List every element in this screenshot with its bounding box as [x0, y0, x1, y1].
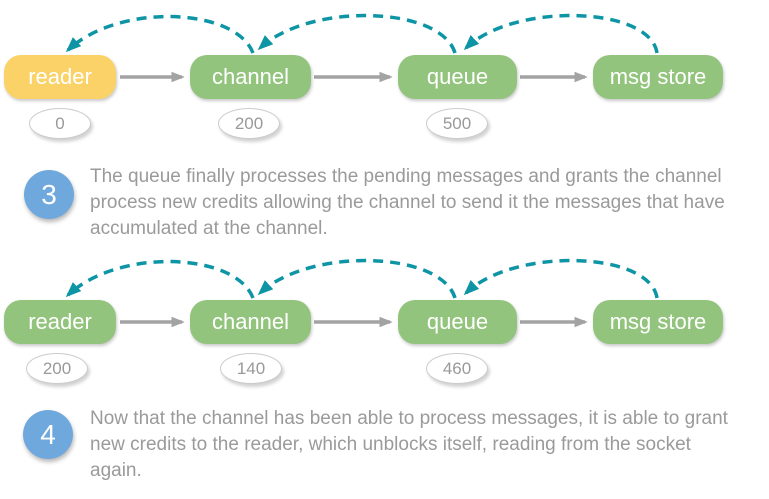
step-number-badge-3: 3	[24, 170, 74, 219]
flow-arrows-layer-1	[65, 13, 659, 83]
credit-arc-channel-to-reader	[65, 14, 255, 54]
node-msg-store: msg store	[593, 55, 723, 99]
credit-arc-msgstore-to-queue	[463, 258, 659, 299]
node-channel: channel	[190, 300, 311, 344]
step-description-3: The queue finally processes the pending …	[90, 166, 725, 239]
credit-arc-queue-to-channel	[257, 258, 457, 299]
step-description-4: Now that the channel has been able to pr…	[90, 408, 728, 481]
credit-count-badge-channel: 200	[218, 108, 280, 139]
flow-arrows-layer-2	[65, 258, 659, 328]
credit-count-badge-reader: 200	[26, 353, 88, 384]
node-channel: channel	[190, 55, 311, 99]
credit-arc-queue-to-channel	[257, 13, 457, 54]
node-queue: queue	[398, 300, 517, 344]
node-reader: reader	[4, 300, 116, 344]
credit-count-badge-channel: 140	[220, 353, 282, 384]
node-msg-store: msg store	[593, 300, 723, 344]
credit-diagram-state-4: reader channel queue msg store 200 140 4…	[0, 253, 769, 398]
credit-count-badge-queue: 460	[426, 353, 488, 384]
node-queue: queue	[398, 55, 517, 99]
credit-arc-msgstore-to-queue	[463, 13, 659, 54]
credit-count-badge-reader: 0	[29, 108, 91, 139]
credit-arc-channel-to-reader	[65, 259, 255, 299]
node-reader: reader	[4, 55, 116, 99]
step-number-badge-4: 4	[23, 410, 73, 459]
credit-diagram-state-3: reader channel queue msg store 0 200 500	[0, 8, 769, 153]
credit-count-badge-queue: 500	[426, 108, 488, 139]
